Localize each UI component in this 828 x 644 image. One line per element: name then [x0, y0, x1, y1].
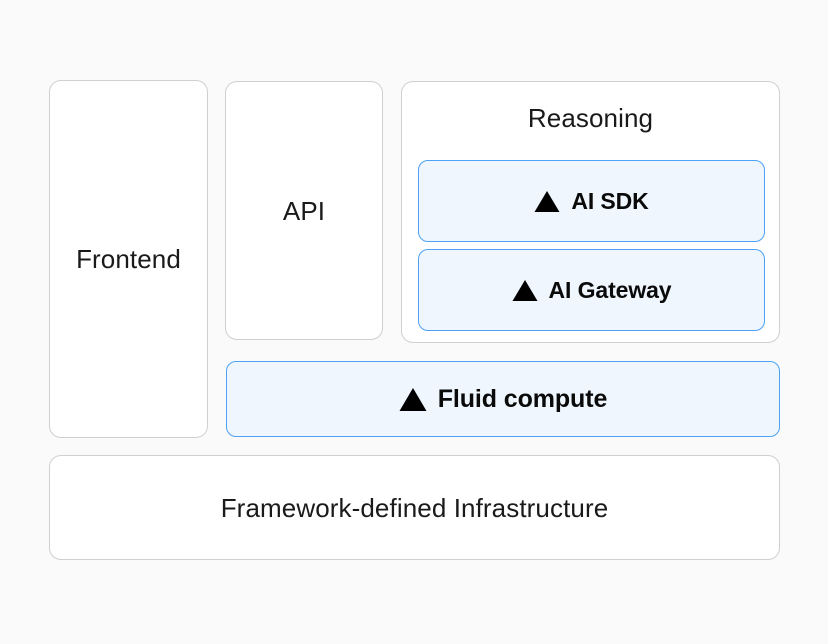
ai-gateway-box[interactable]: AI Gateway [418, 249, 765, 331]
reasoning-panel[interactable]: Reasoning AI SDK AI Gateway [401, 81, 780, 343]
architecture-stack-diagram: Frontend API Reasoning AI SDK AI Gateway [49, 80, 780, 561]
vercel-triangle-icon [512, 279, 537, 301]
frontend-label: Frontend [76, 244, 181, 274]
fluid-compute-label: Fluid compute [437, 384, 608, 413]
framework-infrastructure-label: Framework-defined Infrastructure [220, 492, 609, 523]
vercel-triangle-icon [534, 190, 560, 212]
reasoning-title: Reasoning [527, 103, 654, 133]
vercel-triangle-icon [399, 387, 427, 411]
framework-infrastructure-box[interactable]: Framework-defined Infrastructure [49, 455, 780, 560]
reasoning-title-wrap: Reasoning [402, 105, 779, 132]
api-box[interactable]: API [225, 81, 383, 340]
ai-gateway-label: AI Gateway [548, 276, 672, 303]
fluid-compute-box[interactable]: Fluid compute [226, 361, 780, 437]
ai-sdk-box[interactable]: AI SDK [418, 160, 765, 242]
ai-sdk-label: AI SDK [571, 187, 649, 214]
frontend-box[interactable]: Frontend [49, 80, 208, 438]
api-label: API [282, 195, 326, 226]
